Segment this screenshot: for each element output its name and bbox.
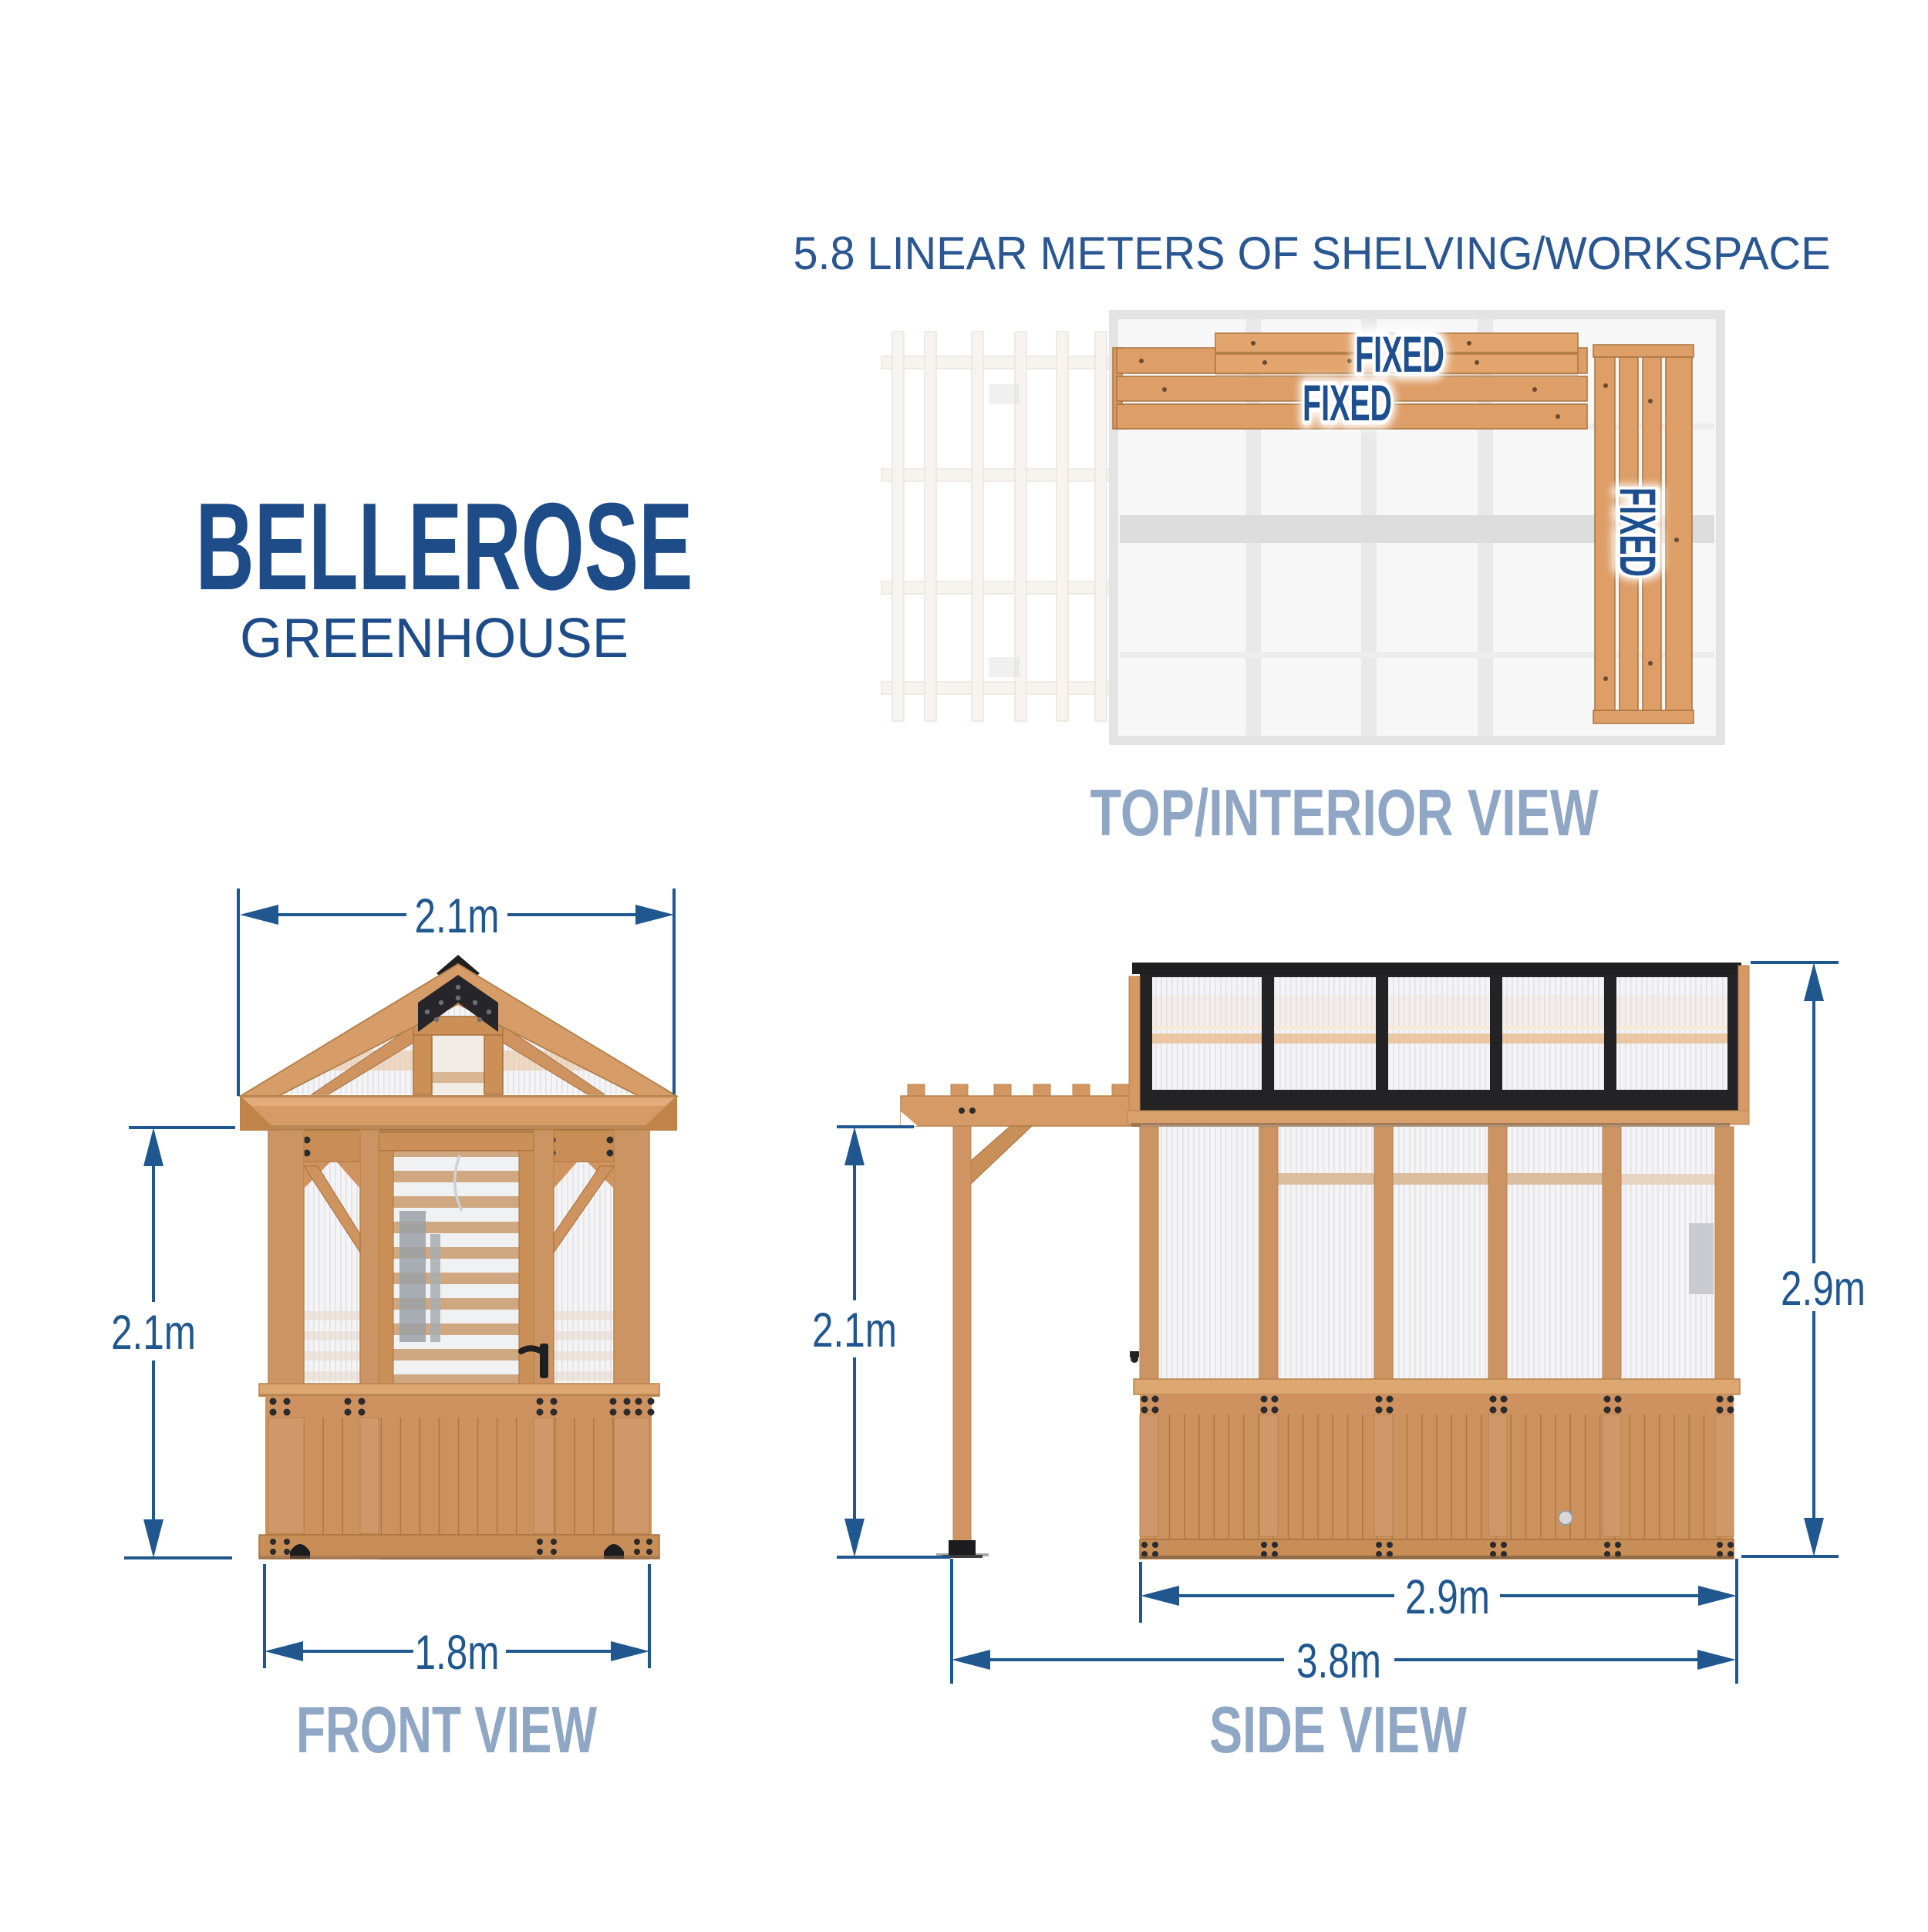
svg-text:BELLEROSE: BELLEROSE	[196, 477, 693, 616]
svg-text:1.8m: 1.8m	[415, 1626, 500, 1680]
svg-text:FIXED: FIXED	[1609, 487, 1667, 577]
svg-text:FIXED: FIXED	[1303, 374, 1392, 431]
svg-text:2.9m: 2.9m	[1405, 1570, 1490, 1624]
svg-text:GREENHOUSE: GREENHOUSE	[240, 608, 629, 669]
svg-text:FIXED: FIXED	[1355, 325, 1444, 383]
svg-text:5.8 LINEAR METERS OF SHELVING/: 5.8 LINEAR METERS OF SHELVING/WORKSPACE	[794, 228, 1831, 279]
svg-text:2.1m: 2.1m	[415, 889, 500, 943]
svg-text:FIXED: FIXED	[1609, 487, 1667, 577]
svg-text:2.1m: 2.1m	[812, 1303, 897, 1357]
svg-text:TOP/INTERIOR VIEW: TOP/INTERIOR VIEW	[1090, 777, 1599, 850]
svg-text:FIXED: FIXED	[1303, 374, 1392, 431]
svg-text:FRONT VIEW: FRONT VIEW	[296, 1694, 598, 1767]
svg-text:2.9m: 2.9m	[1781, 1262, 1866, 1316]
svg-text:3.8m: 3.8m	[1296, 1634, 1381, 1688]
svg-text:SIDE VIEW: SIDE VIEW	[1209, 1694, 1468, 1767]
svg-text:2.1m: 2.1m	[111, 1306, 196, 1360]
svg-text:FIXED: FIXED	[1355, 325, 1444, 383]
